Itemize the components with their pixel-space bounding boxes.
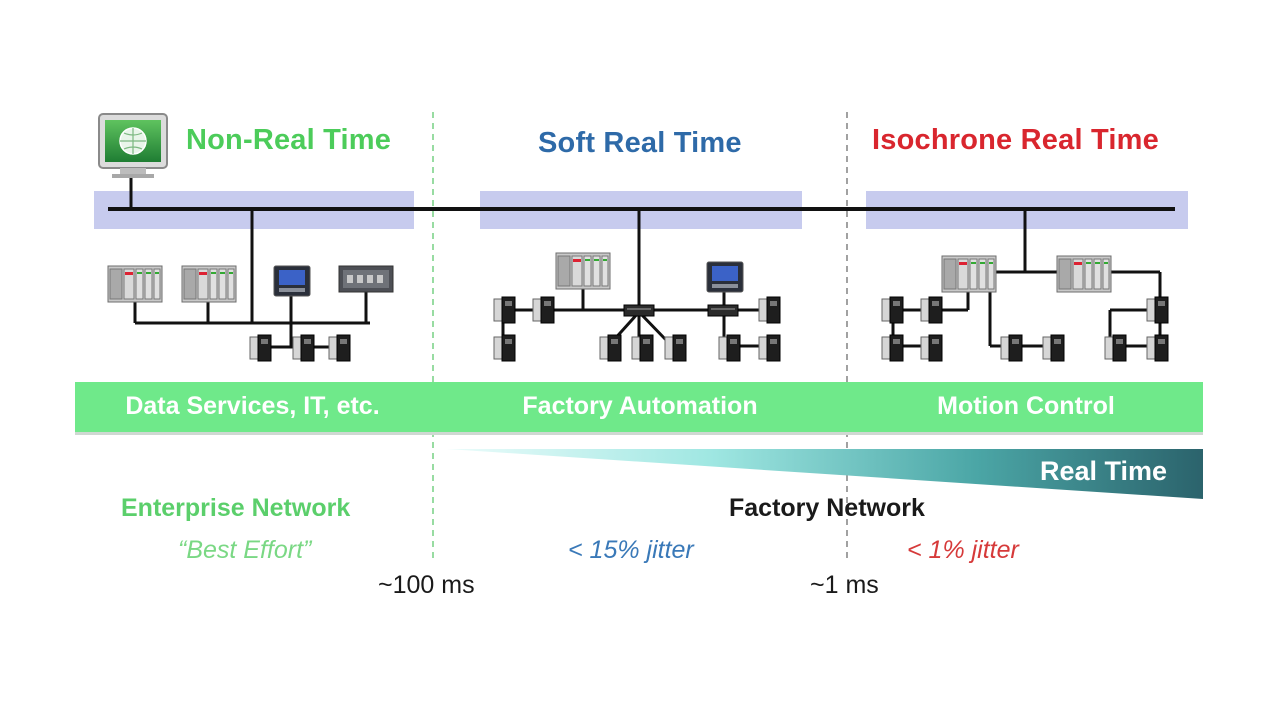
io-module-icon: [1000, 334, 1023, 362]
io-module-icon: [664, 334, 687, 362]
io-module-icon: [631, 334, 654, 362]
controller-icon: [338, 265, 394, 293]
best-effort-label: “Best Effort”: [178, 536, 312, 564]
io-module-icon: [292, 334, 315, 362]
io-module-icon: [920, 334, 943, 362]
io-module-icon: [718, 334, 741, 362]
network-switch-icon: [707, 304, 739, 317]
band-label-data-services: Data Services, IT, etc.: [125, 392, 380, 420]
io-module-icon: [532, 296, 555, 324]
hmi-panel-icon: [706, 261, 744, 293]
factory-automation-devices: [493, 209, 781, 362]
real-time-label: Real Time: [1040, 456, 1168, 486]
network-switch-icon: [623, 304, 655, 317]
enterprise-network-title: Enterprise Network: [121, 494, 351, 522]
io-module-icon: [920, 296, 943, 324]
io-module-icon: [599, 334, 622, 362]
threshold-100ms: ~100 ms: [378, 571, 475, 599]
heading-soft-real-time: Soft Real Time: [538, 127, 742, 159]
plc-rack-icon: [1056, 255, 1112, 293]
real-time-wedge: [447, 449, 1203, 499]
motion-control-devices: [881, 209, 1169, 362]
threshold-1ms: ~1 ms: [810, 571, 879, 599]
io-module-icon: [758, 334, 781, 362]
io-module-icon: [249, 334, 272, 362]
io-module-icon: [1104, 334, 1127, 362]
io-module-icon: [1146, 334, 1169, 362]
iso-jitter-label: < 1% jitter: [907, 536, 1019, 564]
plc-rack-icon: [181, 265, 237, 303]
plc-rack-icon: [555, 252, 611, 290]
io-module-icon: [1146, 296, 1169, 324]
application-band: [75, 382, 1203, 432]
heading-isochrone-real-time: Isochrone Real Time: [872, 124, 1159, 156]
io-module-icon: [881, 334, 904, 362]
io-module-icon: [881, 296, 904, 324]
plc-rack-icon: [107, 265, 163, 303]
io-module-icon: [493, 334, 516, 362]
soft-jitter-label: < 15% jitter: [568, 536, 694, 564]
band-label-factory-automation: Factory Automation: [522, 392, 758, 420]
heading-non-real-time: Non-Real Time: [186, 124, 392, 156]
io-module-icon: [758, 296, 781, 324]
enterprise-network-devices: [107, 209, 394, 362]
factory-network-title: Factory Network: [729, 494, 925, 522]
io-module-icon: [328, 334, 351, 362]
monitor-globe-icon: [98, 113, 168, 178]
hmi-panel-icon: [273, 265, 311, 297]
io-module-icon: [493, 296, 516, 324]
io-module-icon: [1042, 334, 1065, 362]
plc-rack-icon: [941, 255, 997, 293]
band-label-motion-control: Motion Control: [937, 392, 1115, 420]
